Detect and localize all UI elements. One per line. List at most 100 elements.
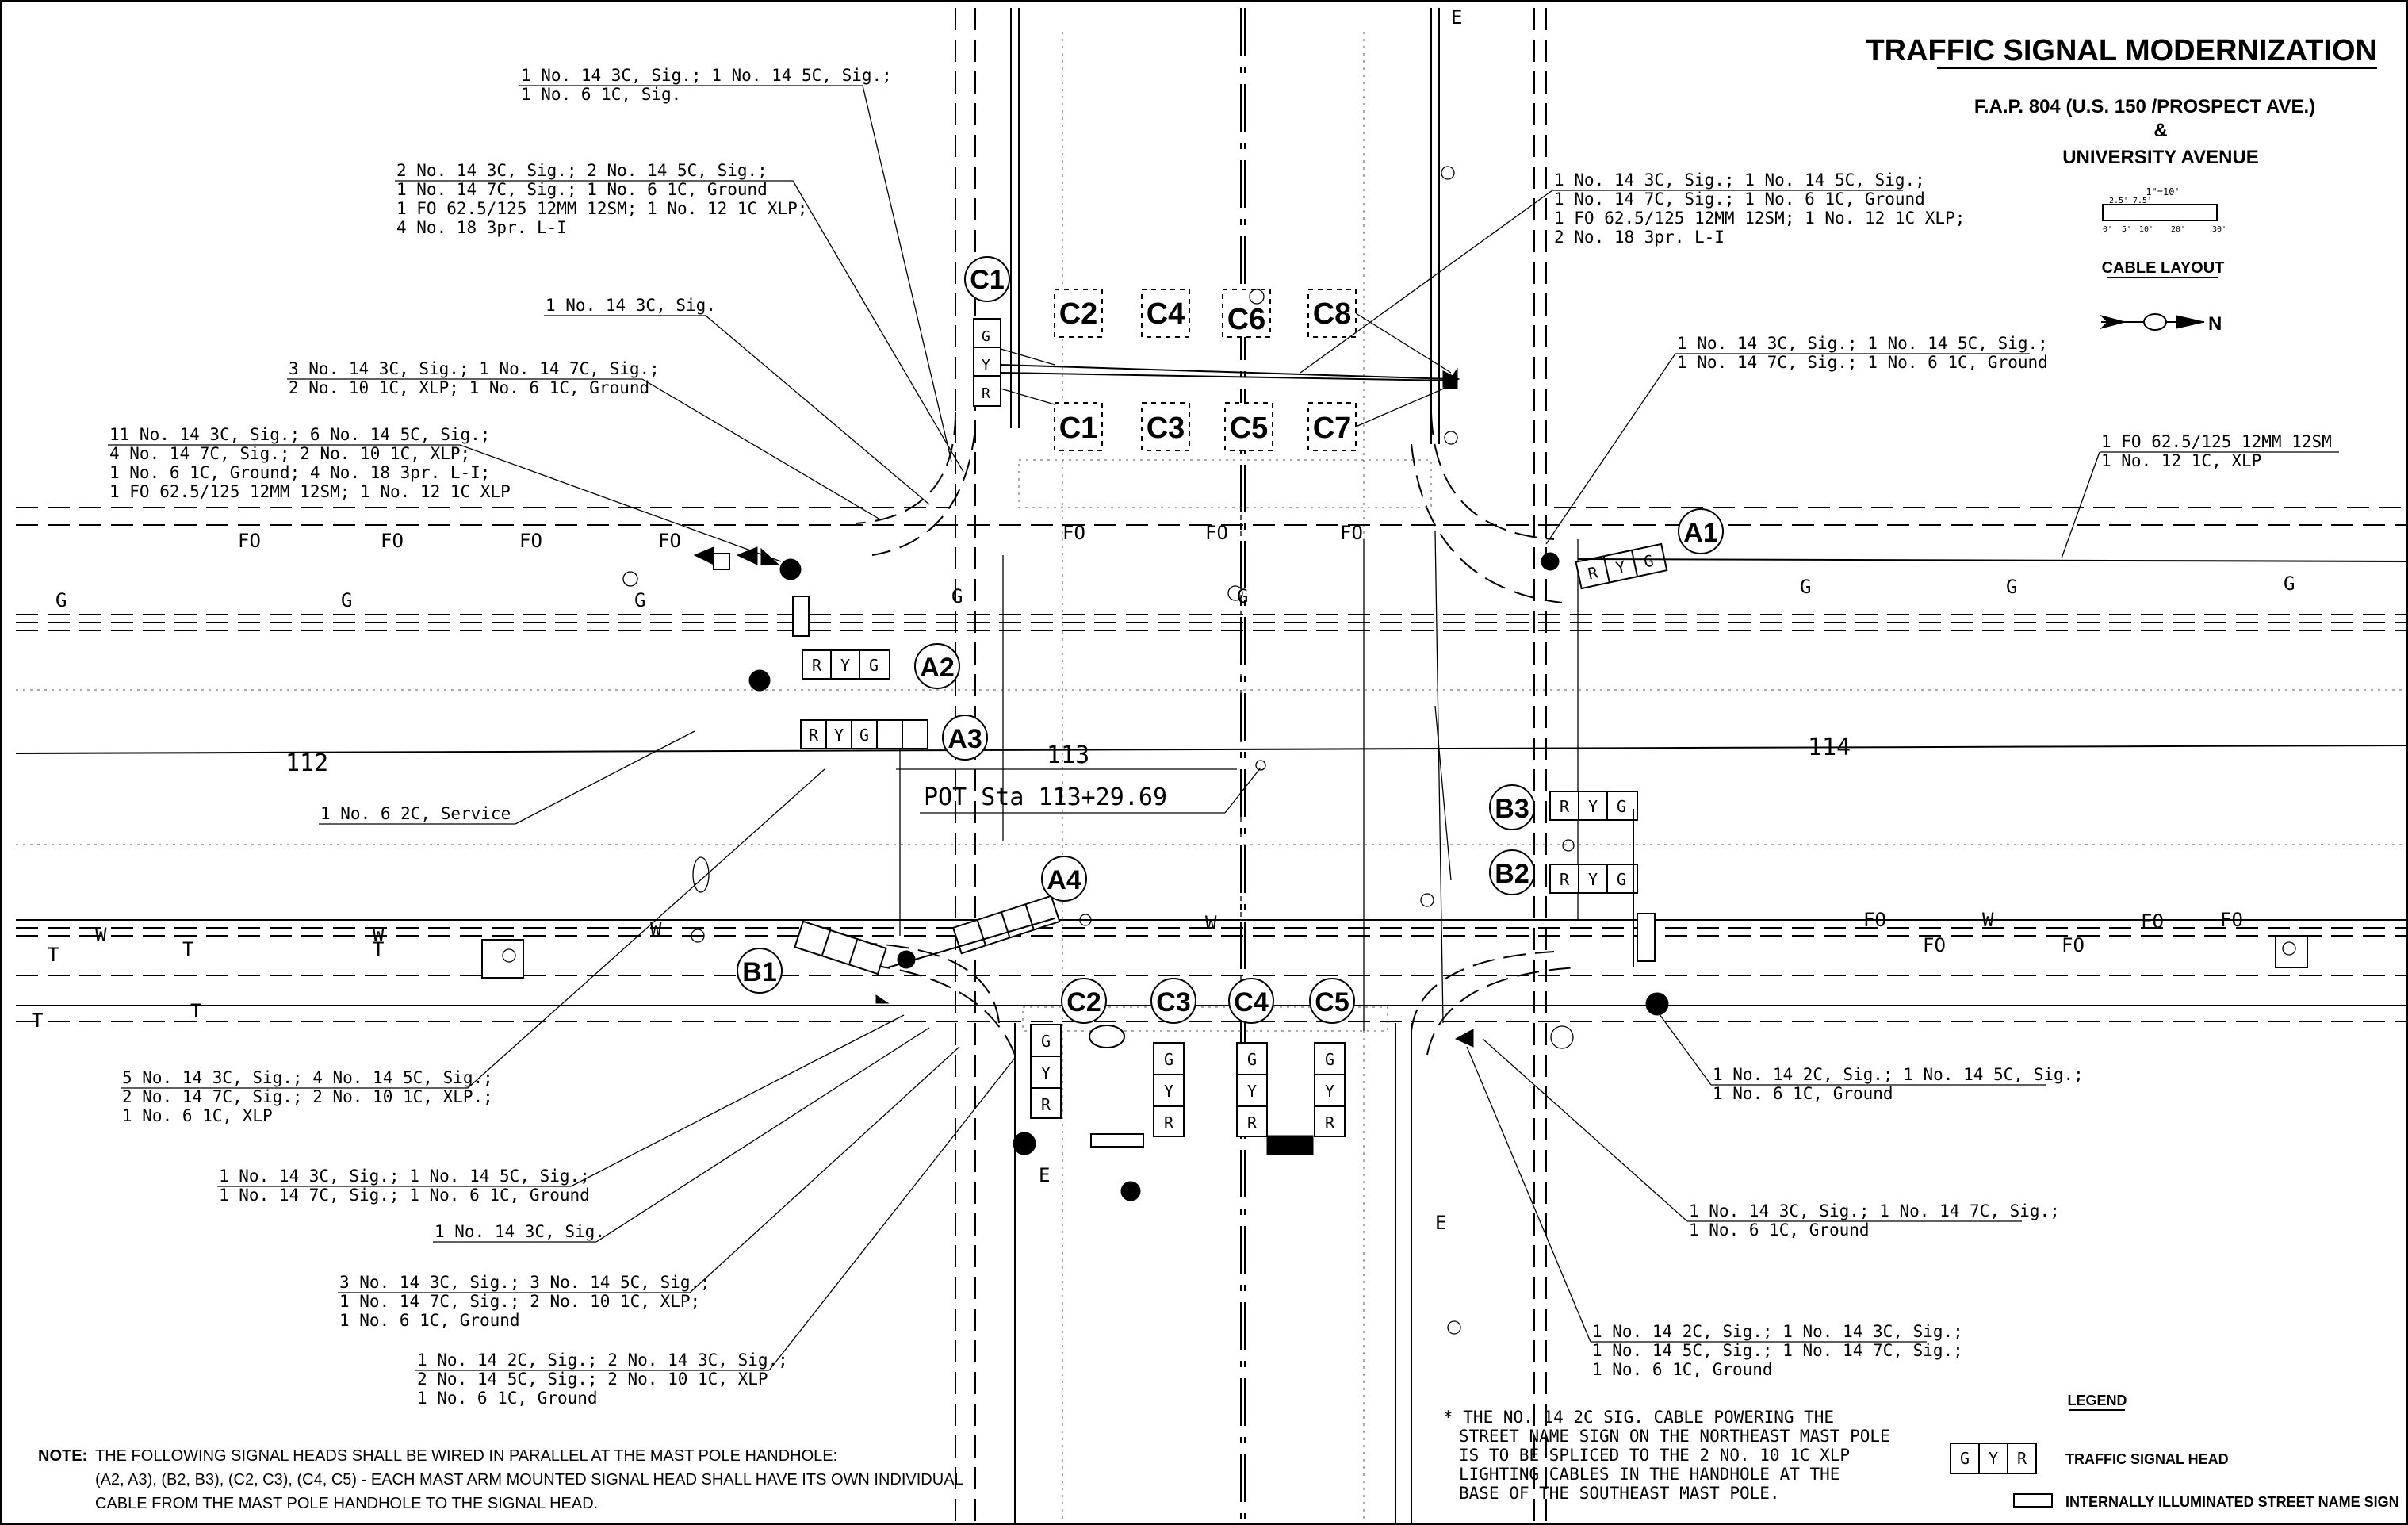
station-112: 112 [285, 749, 328, 777]
head-lens-letter: Y [1588, 797, 1598, 816]
label-a4: A4 [1047, 865, 1081, 895]
signal-heads: G Y R C1 C2 C4 C6 C8 C1 C3 C5 [737, 256, 2408, 1155]
signal-head-c1: G Y R [973, 318, 1001, 407]
svg-text:BASE OF THE SOUTHEAST MAST POL: BASE OF THE SOUTHEAST MAST POLE. [1459, 1484, 1780, 1503]
head-lens-letter: R [809, 726, 819, 745]
fo-tag: FO [2220, 909, 2243, 931]
fo-tag: FO [1062, 522, 1085, 544]
g-tag: G [951, 585, 963, 607]
callout-c16: 1 No. 14 3C, Sig.; 1 No. 14 7C, Sig.; 1 … [1482, 1038, 2060, 1240]
signal-head-c2-south [1030, 1024, 1062, 1119]
g-tag: G [634, 589, 645, 611]
svg-text:1 FO 62.5/125 12MM 12SM; 1 No.: 1 FO 62.5/125 12MM 12SM; 1 No. 12 1C XLP [109, 482, 511, 501]
title-block: TRAFFIC SIGNAL MODERNIZATION F.A.P. 804 … [1866, 34, 2377, 335]
signal-head-c4-south [1236, 1042, 1268, 1137]
station-113: 113 [1047, 741, 1089, 769]
svg-text:5 No. 14 3C, Sig.; 4 No. 14 5C: 5 No. 14 3C, Sig.; 4 No. 14 5C, Sig.; [122, 1068, 493, 1087]
head-lens-letter: G [1041, 1032, 1051, 1051]
svg-text:1 No. 6 1C, Ground: 1 No. 6 1C, Ground [1713, 1084, 1893, 1103]
station-114: 114 [1808, 734, 1851, 761]
w-tag: W [95, 924, 107, 946]
head-lens-letter: Y [1614, 557, 1628, 577]
e-tag: E [1039, 1164, 1050, 1186]
svg-text:2 No. 14 5C, Sig.; 2 No. 10 1C: 2 No. 14 5C, Sig.; 2 No. 10 1C, XLP [417, 1370, 768, 1389]
fo-tag: FO [2062, 934, 2085, 956]
label-c1: C1 [970, 265, 1004, 295]
head-lens-letter: Y [1325, 1082, 1334, 1101]
svg-text:1 No. 14 2C, Sig.; 2 No. 14 3C: 1 No. 14 2C, Sig.; 2 No. 14 3C, Sig.; [417, 1351, 788, 1370]
title-ampersand: & [2153, 120, 2167, 141]
callout-c1: 1 No. 14 3C, Sig.; 1 No. 14 5C, Sig.; 1 … [519, 66, 952, 462]
svg-text:3 No. 14 3C, Sig.; 3 No. 14 5C: 3 No. 14 3C, Sig.; 3 No. 14 5C, Sig.; [339, 1273, 710, 1292]
svg-text:1 No. 6 1C, XLP: 1 No. 6 1C, XLP [122, 1106, 273, 1125]
north-heads-top: C2 C4 C6 C8 [1054, 289, 1357, 338]
svg-text:1 No. 14 7C, Sig.; 1 No. 6 1C,: 1 No. 14 7C, Sig.; 1 No. 6 1C, Ground [396, 180, 768, 199]
svg-text:1 FO 62.5/125 12MM 12SM: 1 FO 62.5/125 12MM 12SM [2101, 432, 2332, 451]
svg-text:11 No. 14 3C, Sig.; 6 No. 14 5: 11 No. 14 3C, Sig.; 6 No. 14 5C, Sig.; [109, 425, 490, 444]
head-lens-letter: G [1164, 1050, 1173, 1069]
scale-10: 10' [2139, 225, 2153, 234]
label-c7-north: C7 [1313, 412, 1352, 445]
svg-text:1 FO 62.5/125 12MM 12SM; 1 No.: 1 FO 62.5/125 12MM 12SM; 1 No. 12 1C XLP… [396, 199, 807, 218]
svg-text:3 No. 14 3C, Sig.; 1 No. 14 7C: 3 No. 14 3C, Sig.; 1 No. 14 7C, Sig.; [289, 359, 660, 378]
g-tag: G [1237, 585, 1248, 607]
label-b1: B1 [742, 957, 776, 987]
scale-2-5: 2.5' [2109, 197, 2128, 205]
g-tag: G [56, 589, 67, 611]
head-lens-letter: Y [834, 726, 844, 745]
svg-text:IS TO BE SPLICED TO THE 2 NO.: IS TO BE SPLICED TO THE 2 NO. 10 1C XLP [1459, 1446, 1850, 1465]
svg-text:1 No. 14 3C, Sig.; 1 No. 14 5C: 1 No. 14 3C, Sig.; 1 No. 14 5C, Sig.; [219, 1167, 590, 1186]
label-c2-south: C2 [1066, 987, 1101, 1017]
callout-c14: 1 No. 14 2C, Sig.; 2 No. 14 3C, Sig.; 2 … [415, 1057, 1016, 1408]
callout-c11: 1 No. 14 3C, Sig.; 1 No. 14 5C, Sig.; 1 … [217, 1014, 905, 1205]
label-b2: B2 [1495, 859, 1529, 889]
head-lens-letter: G [1617, 870, 1626, 889]
callout-c13: 3 No. 14 3C, Sig.; 3 No. 14 5C, Sig.; 1 … [338, 1046, 960, 1330]
svg-text:1 No. 12 1C, XLP: 1 No. 12 1C, XLP [2101, 451, 2261, 470]
svg-text:1 No. 14 2C, Sig.; 1 No. 14 3C: 1 No. 14 2C, Sig.; 1 No. 14 3C, Sig.; [1592, 1322, 1963, 1341]
fo-tag: FO [1340, 522, 1363, 544]
title-street: UNIVERSITY AVENUE [2062, 147, 2259, 168]
callout-c9: 1 No. 6 2C, Service [319, 730, 695, 825]
pot-station-label: POT Sta 113+29.69 [924, 784, 1167, 811]
label-c3-south: C3 [1156, 987, 1190, 1017]
callout-c3: 1 No. 14 3C, Sig. [544, 296, 930, 505]
t-tag: T [190, 1000, 201, 1022]
callout-c5: 11 No. 14 3C, Sig.; 6 No. 14 5C, Sig.; 4… [108, 425, 782, 562]
head-lens-letter: G [859, 726, 869, 745]
svg-text:1 No. 14 3C, Sig.; 1 No. 14 7C: 1 No. 14 3C, Sig.; 1 No. 14 7C, Sig.; [1689, 1201, 2060, 1220]
fo-tag: FO [1923, 934, 1946, 956]
fo-tag: FO [658, 530, 681, 552]
w-tag: W [373, 924, 385, 946]
callout-c10: 5 No. 14 3C, Sig.; 4 No. 14 5C, Sig.; 2 … [121, 768, 825, 1125]
svg-text:1 No. 6 1C, Ground: 1 No. 6 1C, Ground [1592, 1360, 1773, 1379]
head-lens-letter: R [2017, 1449, 2027, 1468]
head-lens-letter: Y [1247, 1082, 1257, 1101]
g-tag: G [2284, 573, 2295, 595]
callout-c17: 1 No. 14 2C, Sig.; 1 No. 14 3C, Sig.; 1 … [1466, 1046, 1963, 1379]
label-b3: B3 [1495, 794, 1529, 824]
signal-head-c3-south [1153, 1042, 1185, 1137]
signal-head-b2 [1549, 864, 1638, 894]
head-lens-letter: R [1560, 870, 1570, 889]
svg-text:* THE NO. 14 2C SIG. CABLE POW: * THE NO. 14 2C SIG. CABLE POWERING THE [1443, 1408, 1834, 1427]
w-tag: W [1982, 909, 1994, 931]
svg-text:1 No. 6 1C, Ground; 4 No. 18 3: 1 No. 6 1C, Ground; 4 No. 18 3pr. L-I; [109, 463, 490, 482]
head-lens-letter: R [1164, 1113, 1174, 1132]
head-lens-letter: Y [1164, 1082, 1173, 1101]
fo-tag: FO [1863, 909, 1886, 931]
fo-tag: FO [381, 530, 404, 552]
scale-7-5: 7.5' [2133, 197, 2152, 205]
legend-title: LEGEND [2067, 1393, 2127, 1408]
label-c2-north: C2 [1059, 297, 1098, 331]
head-lens-letter: R [1041, 1095, 1051, 1114]
label-c4-north: C4 [1147, 297, 1185, 331]
signal-head-c5-south [1314, 1042, 1346, 1137]
head-lens-letter: R [1560, 797, 1570, 816]
svg-text:2 No. 14 3C, Sig.; 2 No. 14 5C: 2 No. 14 3C, Sig.; 2 No. 14 5C, Sig.; [396, 161, 768, 180]
cable-layout-label: CABLE LAYOUT [2102, 259, 2225, 277]
title-route: F.A.P. 804 (U.S. 150 /PROSPECT AVE.) [1974, 96, 2315, 117]
sheet-title: TRAFFIC SIGNAL MODERNIZATION [1866, 34, 2377, 67]
